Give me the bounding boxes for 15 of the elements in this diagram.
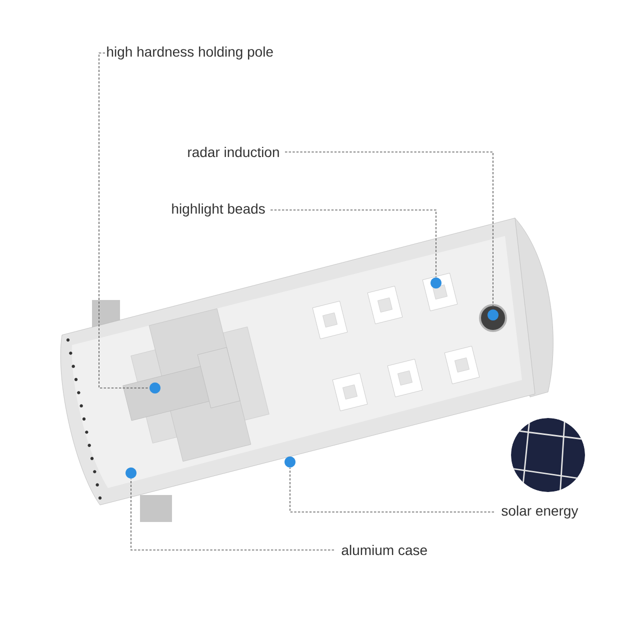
leader-line [98,52,150,388]
callout-dot [150,382,160,394]
callout-dot [430,278,442,288]
callout-text: highlight beads [172,203,265,217]
callout-text: solar energy [502,505,578,519]
callout-dot [488,310,498,320]
callout-dot [284,456,296,468]
callout-text: radar induction [188,146,279,158]
leader-line [130,478,334,550]
callout-dot [126,468,136,478]
callout-text: alumium case [342,544,427,556]
leader-line [270,210,436,278]
callout-text: high hardness holding pole [107,46,273,60]
leader-line [290,467,494,512]
leader-line [284,152,494,310]
